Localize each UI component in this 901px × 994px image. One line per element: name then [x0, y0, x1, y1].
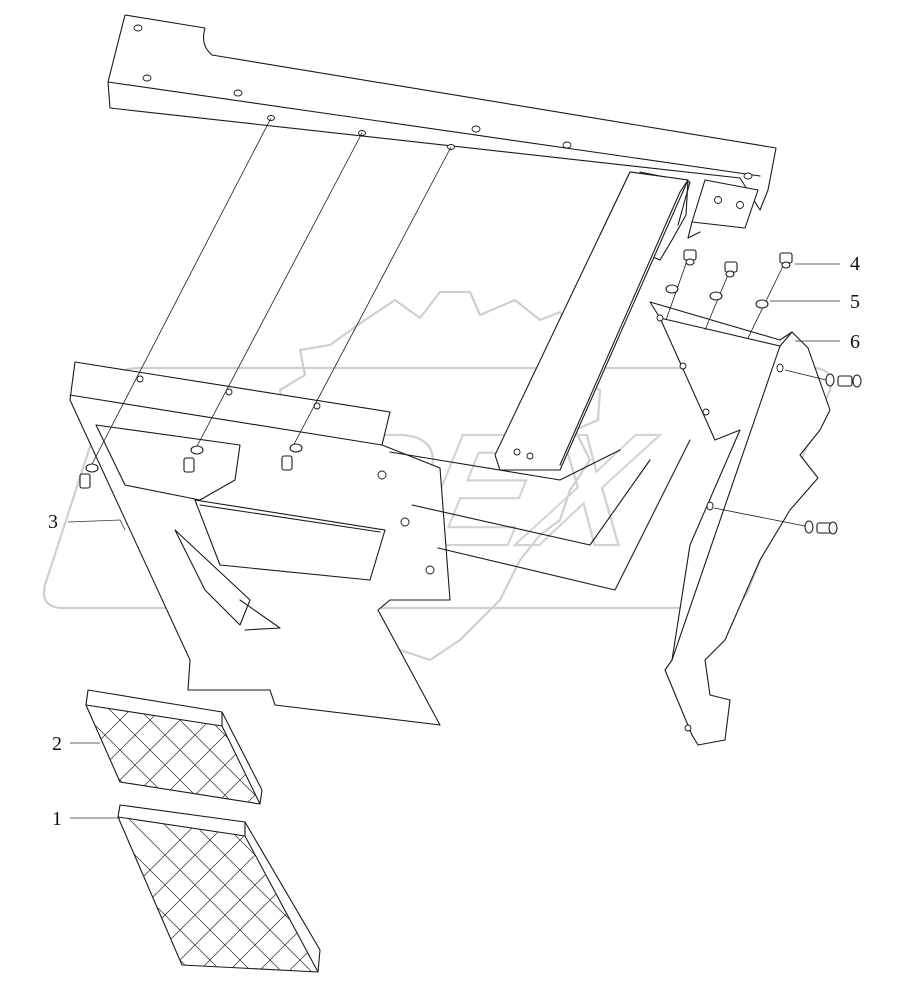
filter-pad-1 [117, 804, 321, 973]
support-arm [494, 171, 689, 471]
frame-lines [389, 439, 691, 591]
callout-1: 1 [52, 808, 62, 830]
callout-3: 3 [48, 511, 58, 533]
bolt-set-side [804, 373, 862, 535]
left-panel-assembly [69, 361, 451, 726]
bolt-set-left [79, 443, 303, 489]
callout-2: 2 [52, 733, 62, 755]
top-bracket-right [687, 179, 759, 239]
bolt-set-top-right [665, 249, 793, 309]
right-side-panel [649, 301, 831, 746]
callout-leaders [67, 263, 840, 819]
top-panel [107, 14, 777, 211]
callout-5: 5 [850, 291, 860, 313]
callout-6: 6 [850, 331, 860, 353]
callout-4: 4 [850, 253, 860, 275]
